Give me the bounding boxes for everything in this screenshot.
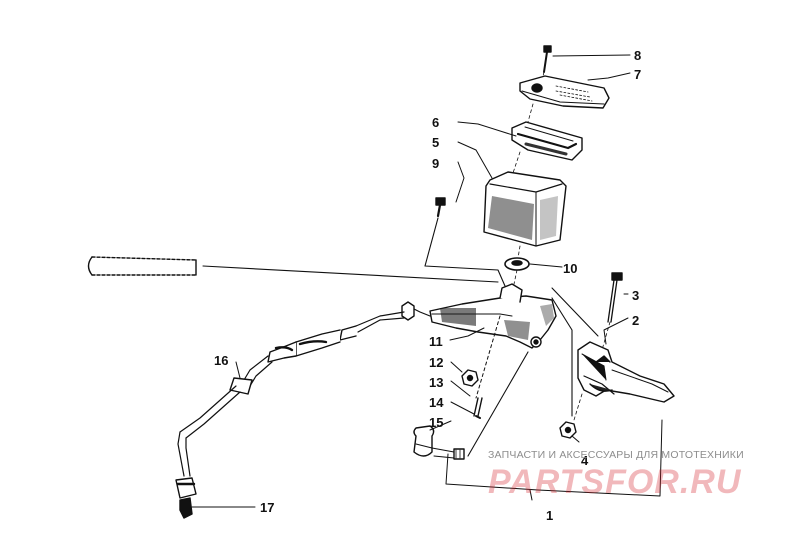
callout-10: 10	[563, 261, 577, 276]
callout-6: 6	[432, 115, 439, 130]
reservoir-body-part-5	[483, 171, 567, 259]
callout-8: 8	[634, 48, 641, 63]
callout-5: 5	[432, 135, 439, 150]
callout-labels: 1 2 3 4 5 6 7 8 9 10 11 12 13 14 15 16 1…	[214, 48, 641, 523]
brake-lever-part-2	[573, 341, 675, 421]
callout-13: 13	[429, 375, 443, 390]
screw-part-9	[424, 197, 506, 287]
callout-9: 9	[432, 156, 439, 171]
pin-part-13	[473, 315, 501, 419]
callout-15: 15	[429, 415, 443, 430]
callout-14: 14	[429, 395, 444, 410]
watermark-subtitle: ЗАПЧАСТИ И АКСЕССУАРЫ ДЛЯ МОТОТЕХНИКИ	[488, 449, 744, 461]
banjo-fitting-part-17	[175, 477, 197, 519]
brake-switch-part-15	[413, 425, 465, 460]
washer-part-10	[504, 257, 530, 285]
callout-2: 2	[632, 313, 639, 328]
bolt-part-3	[601, 272, 623, 351]
callout-16: 16	[214, 353, 228, 368]
callout-1: 1	[546, 508, 553, 523]
master-cylinder-part-11	[429, 283, 557, 349]
handlebar	[87, 256, 499, 283]
callout-leaders	[191, 54, 663, 508]
watermark-logo: PARTSFOR.RU	[488, 463, 742, 501]
nut-part-4	[559, 421, 577, 439]
callout-17: 17	[260, 500, 274, 515]
callout-12: 12	[429, 355, 443, 370]
callout-4: 4	[581, 453, 589, 468]
callout-11: 11	[429, 334, 443, 349]
diaphragm-part-6	[511, 121, 583, 177]
callout-7: 7	[634, 67, 641, 82]
callout-3: 3	[632, 288, 639, 303]
leader-lines-assembly	[467, 287, 599, 457]
nut-part-12	[461, 369, 479, 387]
brake-hose-part-16	[177, 301, 431, 477]
reservoir-cover-part-7	[519, 75, 610, 123]
